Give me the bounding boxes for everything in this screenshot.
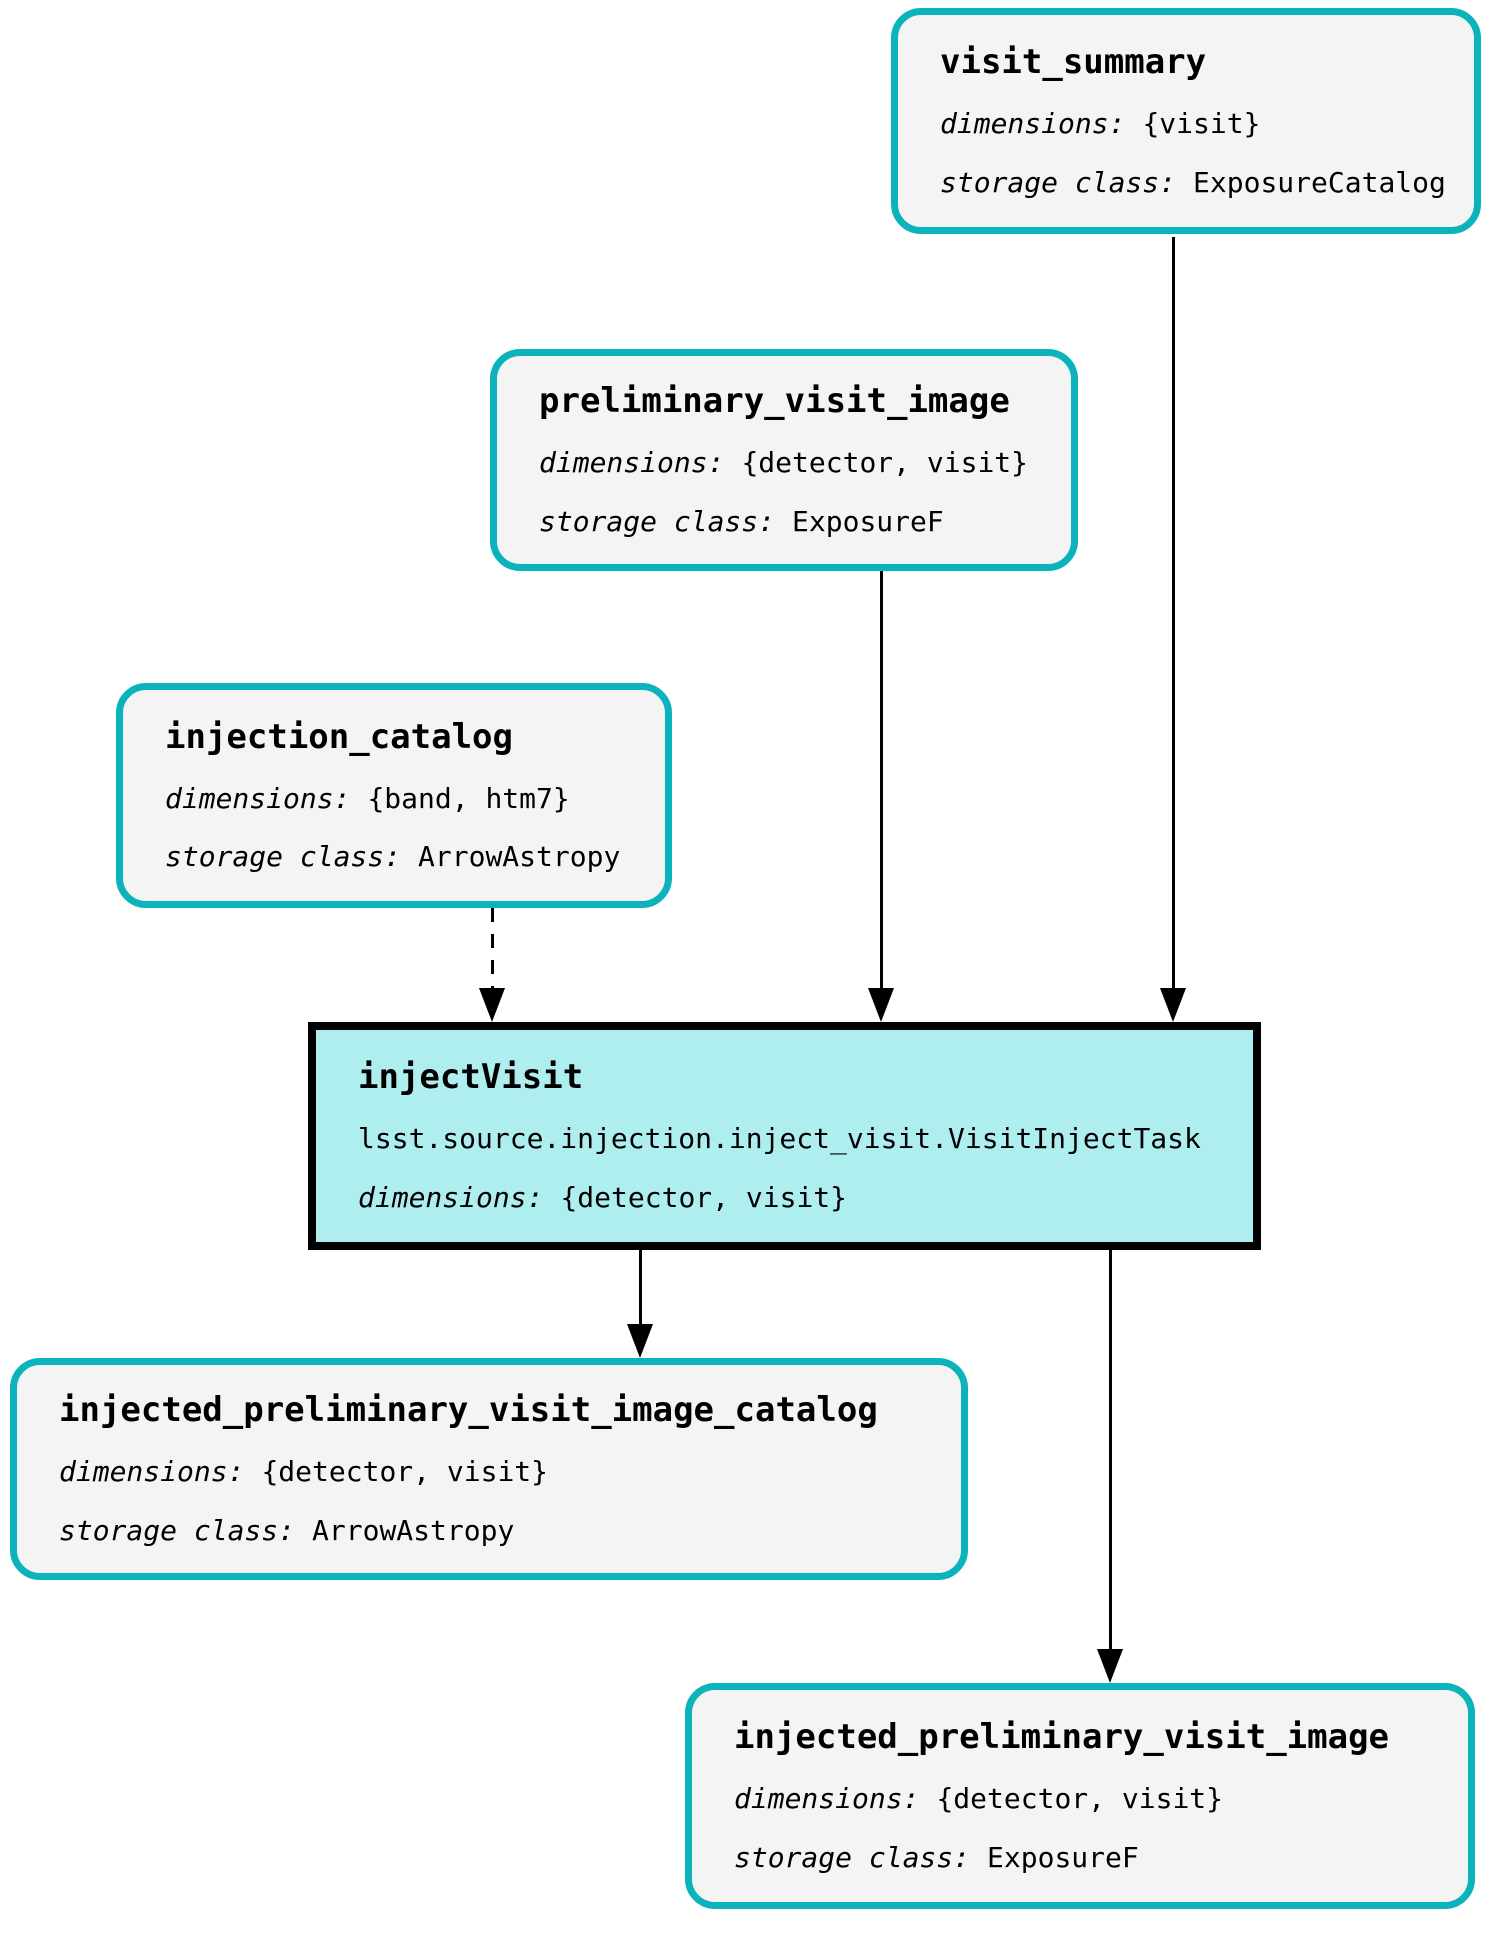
node-storage-class: storage class:ArrowAstropy bbox=[59, 1513, 515, 1547]
edge-line bbox=[638, 1250, 642, 1324]
node-title: visit_summary bbox=[940, 42, 1207, 83]
dataset-node-injected-preliminary-visit-image-catalog: injected_preliminary_visit_image_catalog… bbox=[10, 1358, 968, 1580]
node-title: preliminary_visit_image bbox=[539, 381, 1010, 422]
edge-injection-catalog-to-injectvisit bbox=[479, 908, 505, 1022]
node-dimensions: dimensions:{detector, visit} bbox=[734, 1782, 1224, 1816]
dataset-node-injected-preliminary-visit-image: injected_preliminary_visit_image dimensi… bbox=[685, 1683, 1475, 1909]
node-dimensions: dimensions:{detector, visit} bbox=[539, 446, 1029, 480]
arrowhead-icon bbox=[868, 988, 894, 1022]
arrowhead-icon bbox=[627, 1324, 653, 1358]
edge-visit-summary-to-injectvisit bbox=[1160, 237, 1186, 1022]
node-title: injected_preliminary_visit_image bbox=[734, 1717, 1390, 1758]
node-dimensions: dimensions:{detector, visit} bbox=[59, 1455, 549, 1489]
edge-injectvisit-to-injected-image bbox=[1097, 1250, 1123, 1683]
arrowhead-icon bbox=[479, 988, 505, 1022]
node-storage-class: storage class:ArrowAstropy bbox=[165, 840, 621, 874]
node-storage-class: storage class:ExposureCatalog bbox=[940, 165, 1446, 199]
dataset-node-visit-summary: visit_summary dimensions:{visit} storage… bbox=[891, 8, 1481, 234]
node-task-class: lsst.source.injection.inject_visit.Visit… bbox=[358, 1122, 1201, 1156]
node-dimensions: dimensions:{detector, visit} bbox=[358, 1180, 848, 1214]
edge-line bbox=[490, 908, 494, 988]
task-node-injectvisit: injectVisit lsst.source.injection.inject… bbox=[308, 1022, 1261, 1250]
edge-line bbox=[1171, 237, 1175, 988]
node-storage-class: storage class:ExposureF bbox=[539, 504, 944, 538]
node-dimensions: dimensions:{band, htm7} bbox=[165, 781, 570, 815]
dataset-node-preliminary-visit-image: preliminary_visit_image dimensions:{dete… bbox=[490, 349, 1078, 571]
edge-line bbox=[879, 569, 883, 988]
arrowhead-icon bbox=[1097, 1649, 1123, 1683]
node-title: injectVisit bbox=[358, 1057, 584, 1098]
edge-line bbox=[1108, 1250, 1112, 1649]
dataset-node-injection-catalog: injection_catalog dimensions:{band, htm7… bbox=[116, 683, 672, 908]
edge-injectvisit-to-injected-catalog bbox=[627, 1250, 653, 1358]
edge-preliminary-visit-image-to-injectvisit bbox=[868, 569, 894, 1022]
arrowhead-icon bbox=[1160, 988, 1186, 1022]
node-title: injected_preliminary_visit_image_catalog bbox=[59, 1390, 878, 1431]
node-title: injection_catalog bbox=[165, 716, 513, 757]
node-dimensions: dimensions:{visit} bbox=[940, 107, 1261, 141]
node-storage-class: storage class:ExposureF bbox=[734, 1840, 1139, 1874]
